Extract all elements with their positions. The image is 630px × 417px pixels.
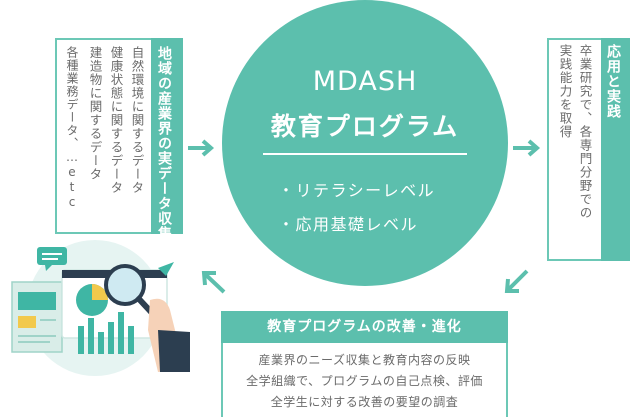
program-item-applied: ・応用基礎レベル: [278, 215, 419, 234]
arrow-right-icon: [513, 139, 541, 157]
arrow-up-left-icon: [201, 271, 226, 294]
left-box-line-3: 建造物に関するデータ: [87, 46, 103, 181]
bottom-box-title: 教育プログラムの改善・進化: [221, 311, 508, 343]
right-box-line-2: 実践能力を取得: [557, 44, 573, 139]
left-box-header: [151, 38, 183, 234]
left-box-line-1: 自然環境に関するデータ: [129, 46, 145, 195]
left-box-line-4: 各種業務データ、…etc: [65, 46, 79, 210]
program-divider: [263, 153, 467, 155]
bottom-box-line-2: 全学組織で、プログラムの自己点検、評価: [246, 374, 483, 388]
program-item-literacy: ・リテラシーレベル: [278, 181, 436, 200]
bottom-box-line-3: 全学生に対する改善の要望の調査: [270, 395, 459, 409]
arrow-right-icon: [188, 139, 215, 157]
program-circle: [222, 0, 508, 286]
bottom-box-line-1: 産業界のニーズ収集と教育内容の反映: [258, 353, 471, 367]
right-box-title: 応用と実践: [605, 44, 621, 119]
right-box-header: [601, 38, 630, 261]
left-box-line-2: 健康状態に関するデータ: [108, 46, 124, 195]
program-title-line-2: 教育プログラム: [270, 112, 460, 141]
right-box-line-1: 卒業研究で、各専門分野での: [577, 44, 593, 220]
program-title-line-1: MDASH: [312, 66, 418, 97]
arrow-down-left-icon: [504, 269, 529, 293]
left-box-title: 地域の産業界の実データ収集: [156, 46, 172, 241]
